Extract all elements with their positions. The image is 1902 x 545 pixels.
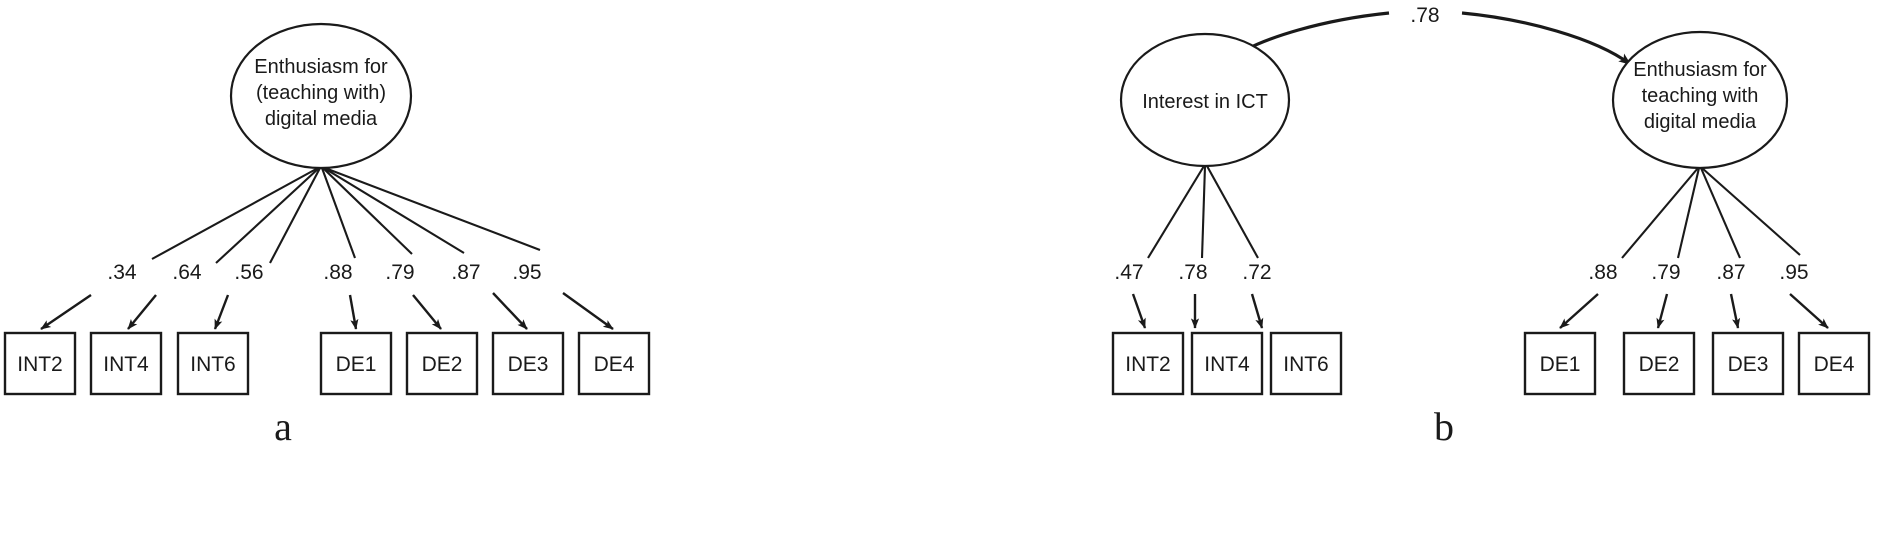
indicator-label-de4: DE4 [594,353,635,376]
arrow-to-int4 [127,294,157,330]
arrow-to-int6 [213,294,230,330]
path-line-1 [151,167,319,260]
path-line-3 [269,167,321,264]
factor-label-enthusiasm-line-2: teaching with [1642,85,1759,107]
loading-label-int-3: .72 [1242,261,1271,284]
factor-label-interest-ict: Interest in ICT [1142,91,1268,113]
arrow-to-de4-b [1789,293,1829,329]
indicator-label-de1-b: DE1 [1540,353,1581,376]
indicator-label-de1: DE1 [336,353,377,376]
arrow-to-de3 [492,292,528,330]
arrow-to-de2 [412,294,442,330]
indicator-label-de2: DE2 [422,353,463,376]
path-line-int-2 [1200,165,1207,259]
path-line-de-3 [1700,167,1741,259]
arrow-to-de1-b [1559,293,1599,329]
factor-label-line-3: digital media [265,108,378,130]
loading-label-1: .34 [107,261,137,284]
factor-label-line-2: (teaching with) [256,82,386,104]
indicator-box-de4 [577,331,651,396]
loading-label-int-1: .47 [1114,261,1143,284]
arrow-to-de4 [562,292,614,330]
panel-letter-b: b [1434,404,1454,449]
path-line-5 [322,167,413,255]
loading-label-5: .79 [385,261,414,284]
loading-label-de-4: .95 [1779,261,1808,284]
indicator-box-int2 [3,331,77,396]
path-line-4 [321,167,356,259]
panel-a: Enthusiasm for (teaching with) digital m… [3,22,651,449]
indicator-box-de4-b [1797,331,1871,396]
indicator-label-int6: INT6 [190,353,236,376]
factor-ellipse-enthusiasm-teaching [1611,30,1789,170]
loading-label-4: .88 [323,261,352,284]
arrow-to-de3-b [1729,293,1741,329]
indicator-box-de2-b [1622,331,1696,396]
loading-label-7: .95 [512,261,541,284]
panel-b: .78 Interest in ICT Enthusiasm for teach… [1111,4,1871,449]
indicator-box-de2 [405,331,479,396]
arrow-to-de2-b [1656,293,1669,329]
indicator-label-de2-b: DE2 [1639,353,1680,376]
indicator-label-de3-b: DE3 [1728,353,1769,376]
loading-label-3: .56 [234,261,263,284]
indicator-label-int4: INT4 [103,353,149,376]
path-line-de-2 [1676,167,1701,259]
indicator-label-int2: INT2 [17,353,63,376]
indicator-box-int4 [89,331,163,396]
indicator-label-int6-b: INT6 [1283,353,1329,376]
path-line-2 [215,167,320,264]
indicator-label-de3: DE3 [508,353,549,376]
indicator-box-de3 [491,331,565,396]
indicator-box-int6 [176,331,250,396]
arrow-to-de1 [348,294,359,330]
path-line-de-1 [1621,167,1699,259]
factor-ellipse-enthusiasm-combined [229,22,413,170]
arrow-to-int2 [40,294,92,330]
path-line-7 [324,167,541,251]
factor-label-enthusiasm-line-1: Enthusiasm for [1633,59,1767,81]
factor-label-enthusiasm-line-3: digital media [1644,111,1757,133]
loading-label-int-2: .78 [1178,261,1207,284]
path-line-int-1 [1147,165,1205,259]
indicator-box-de1-b [1523,331,1597,396]
loading-label-6: .87 [451,261,480,284]
correlation-label: .78 [1410,4,1439,27]
correlation-curve-right [1461,11,1632,66]
indicator-box-int6-b [1269,331,1343,396]
panel-letter-a: a [274,404,292,449]
loading-label-2: .64 [172,261,202,284]
path-line-de-4 [1701,167,1801,256]
indicator-label-int2-b: INT2 [1125,353,1171,376]
indicator-box-de3-b [1711,331,1785,396]
indicator-box-int4-b [1190,331,1264,396]
indicator-box-de1 [319,331,393,396]
loading-label-de-3: .87 [1716,261,1745,284]
path-line-int-3 [1206,165,1259,259]
indicator-box-int2-b [1111,331,1185,396]
path-line-6 [323,167,465,254]
loading-label-de-1: .88 [1588,261,1617,284]
factor-label-line-1: Enthusiasm for [254,56,388,78]
indicator-label-int4-b: INT4 [1204,353,1250,376]
arrow-to-int2-b [1131,293,1147,329]
indicator-label-de4-b: DE4 [1814,353,1855,376]
loading-label-de-2: .79 [1651,261,1680,284]
arrow-to-int6-b [1250,293,1264,329]
